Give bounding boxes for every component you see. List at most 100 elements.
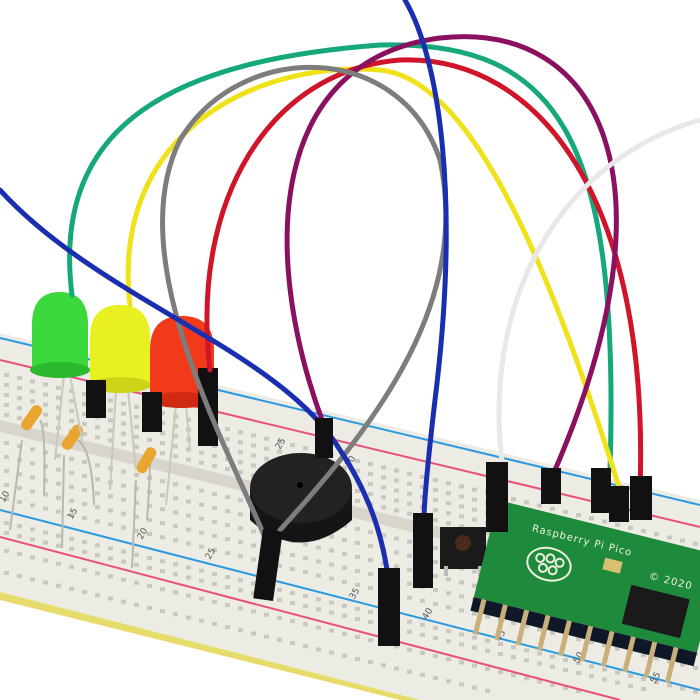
push-button[interactable] xyxy=(440,527,486,576)
breadboard-hole xyxy=(303,594,308,599)
breadboard-hole xyxy=(95,505,100,510)
breadboard-hole xyxy=(82,460,87,465)
breadboard-hole xyxy=(95,425,100,430)
breadboard-hole xyxy=(251,463,256,468)
breadboard-hole xyxy=(589,664,594,669)
breadboard-hole xyxy=(225,537,230,542)
breadboard-hole xyxy=(407,511,412,516)
breadboard-hole xyxy=(368,620,373,625)
breadboard-hole xyxy=(134,414,139,419)
breadboard-hole xyxy=(290,619,295,624)
breadboard-hole xyxy=(394,488,399,493)
breadboard-hole xyxy=(446,605,451,610)
breadboard-hole xyxy=(82,402,87,407)
breadboard-hole xyxy=(186,499,191,504)
breadboard-hole xyxy=(368,558,373,563)
breadboard-hole xyxy=(264,446,269,451)
breadboard-hole xyxy=(329,650,334,655)
raspberry-logo-icon xyxy=(526,546,572,582)
pico-pin xyxy=(664,646,679,684)
breadboard-hole xyxy=(329,534,334,539)
breadboard-hole xyxy=(355,568,360,573)
breadboard-hole xyxy=(459,504,464,509)
breadboard-hole xyxy=(173,572,178,577)
breadboard-hole xyxy=(199,618,204,623)
resistor-body xyxy=(136,447,157,474)
breadboard-hole xyxy=(121,599,126,604)
breadboard-hole xyxy=(238,554,243,559)
breadboard-hole xyxy=(316,647,321,652)
breadboard-hole xyxy=(615,646,620,651)
breadboard-hole xyxy=(693,665,698,670)
breadboard-hole xyxy=(368,482,373,487)
breadboard-hole xyxy=(134,514,139,519)
breadboard-hole xyxy=(316,607,321,612)
breadboard-hole xyxy=(368,544,373,549)
breadboard-hole xyxy=(355,582,360,587)
breadboard-hole xyxy=(277,563,282,568)
breadboard-hole xyxy=(160,569,165,574)
breadboard-hole xyxy=(173,562,178,567)
breadboard-hole xyxy=(56,467,61,472)
breadboard-hole xyxy=(303,604,308,609)
breadboard-hole xyxy=(212,599,217,604)
breadboard-hole xyxy=(446,501,451,506)
breadboard-hole xyxy=(43,382,48,387)
breadboard-hole xyxy=(381,465,386,470)
row-number: 25 xyxy=(204,547,218,562)
breadboard-hole xyxy=(563,667,568,672)
breadboard-hole xyxy=(537,651,542,656)
breadboard-hole xyxy=(43,580,48,585)
breadboard-hole xyxy=(537,503,542,508)
breadboard-hole xyxy=(121,411,126,416)
breadboard-hole xyxy=(95,593,100,598)
breadboard-hole xyxy=(43,540,48,545)
breadboard-hole xyxy=(446,639,451,644)
breadboard-hole xyxy=(212,505,217,510)
breadboard-hole xyxy=(17,386,22,391)
breadboard-hole xyxy=(212,571,217,576)
breadboard-hole xyxy=(407,539,412,544)
breadboard-hole xyxy=(95,519,100,524)
breadboard-hole xyxy=(693,689,698,694)
breadboard-hole xyxy=(225,467,230,472)
breadboard-hole xyxy=(589,674,594,679)
breadboard-hole xyxy=(173,482,178,487)
breadboard-hole xyxy=(485,666,490,671)
breadboard-hole xyxy=(251,453,256,458)
breadboard-hole xyxy=(459,660,464,665)
breadboard-hole xyxy=(511,655,516,660)
breadboard-hole xyxy=(173,524,178,529)
breadboard-hole xyxy=(225,427,230,432)
breadboard-hole xyxy=(602,643,607,648)
breadboard-hole xyxy=(108,398,113,403)
led-yellow xyxy=(89,305,151,393)
breadboard-hole xyxy=(4,482,9,487)
breadboard-hole xyxy=(238,470,243,475)
breadboard-hole xyxy=(199,460,204,465)
breadboard-hole xyxy=(433,588,438,593)
breadboard-hole xyxy=(43,492,48,497)
breadboard-hole xyxy=(251,609,256,614)
breadboard-hole xyxy=(550,664,555,669)
breadboard-hole xyxy=(17,444,22,449)
breadboard-hole xyxy=(173,454,178,459)
breadboard-hole xyxy=(199,568,204,573)
breadboard-hole xyxy=(602,667,607,672)
breadboard-hole xyxy=(56,509,61,514)
breadboard-hole xyxy=(69,586,74,591)
breadboard-hole xyxy=(173,444,178,449)
breadboard-hole xyxy=(342,551,347,556)
breadboard-hole xyxy=(134,528,139,533)
breadboard-hole xyxy=(394,478,399,483)
breadboard-hole xyxy=(17,574,22,579)
breadboard-hole xyxy=(56,405,61,410)
breadboard-hole xyxy=(186,447,191,452)
breadboard-hole xyxy=(186,565,191,570)
breadboard-hole xyxy=(251,529,256,534)
breadboard-hole xyxy=(4,412,9,417)
breadboard-hole xyxy=(30,475,35,480)
breadboard-hole xyxy=(173,612,178,617)
breadboard-hole xyxy=(355,488,360,493)
breadboard-hole xyxy=(95,543,100,548)
